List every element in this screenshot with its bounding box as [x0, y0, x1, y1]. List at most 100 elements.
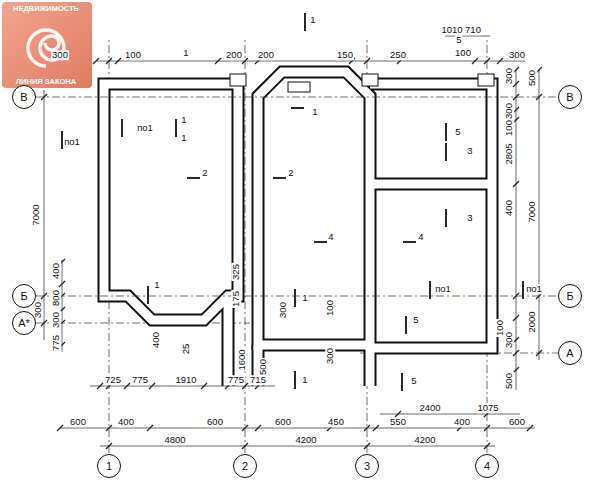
- dimension-label: 400: [504, 199, 514, 217]
- foundation-walls: [104, 72, 492, 386]
- axis-name: 4: [484, 460, 490, 472]
- dimension-label: 300: [51, 311, 61, 329]
- dimension-label: 300: [278, 301, 288, 319]
- dimension-label: 300: [504, 331, 514, 349]
- axis-name: А*: [18, 317, 30, 329]
- dimension-label: 1: [301, 293, 308, 303]
- dimension-label: 3: [466, 213, 473, 223]
- dimension-label: 300: [508, 50, 526, 60]
- dimension-label: 2805: [504, 142, 514, 165]
- dimension-label: 300: [51, 50, 69, 60]
- grid-axis-line: [36, 97, 558, 98]
- dimension-label: 400: [151, 331, 161, 349]
- dimension-label: 710: [464, 25, 482, 35]
- grid-bubble: Б: [12, 284, 36, 308]
- dimension-label: 250: [389, 50, 407, 60]
- dimension-label: 300: [325, 347, 335, 365]
- grid-bubble: 2: [233, 454, 257, 478]
- axis-name: Б: [20, 290, 27, 302]
- dimension-label: 4: [327, 232, 334, 242]
- dimension-label: 100: [504, 119, 514, 137]
- grid-bubble: А*: [12, 311, 36, 335]
- dimension-label: 7000: [31, 203, 41, 226]
- dimension-label: 4200: [294, 435, 317, 445]
- grid-axes: [36, 40, 558, 453]
- dimension-label: 2: [201, 168, 208, 178]
- dimension-label: 300: [504, 67, 514, 85]
- logo: [2, 2, 92, 88]
- dimension-label: 4200: [413, 435, 436, 445]
- dimension-label: 2: [287, 168, 294, 178]
- dimension-label: 400: [453, 417, 471, 427]
- grid-bubble: 3: [355, 454, 379, 478]
- dimension-label: 500: [258, 358, 268, 376]
- dimension-label: 775: [131, 375, 149, 385]
- axis-name: А: [566, 347, 573, 359]
- dimension-label: 450: [327, 417, 345, 427]
- section-marks: [62, 13, 523, 391]
- dimension-label: 3: [466, 146, 473, 156]
- dimension-label: 1910: [174, 375, 197, 385]
- dimension-label: 300: [33, 301, 43, 319]
- dimension-label: 2400: [418, 403, 441, 413]
- grid-bubble: А: [558, 341, 582, 365]
- dimension-label: 715: [249, 375, 267, 385]
- dimension-label: 600: [508, 417, 526, 427]
- dimension-label: 175: [231, 290, 241, 308]
- dimension-label: 725: [104, 375, 122, 385]
- dimension-label: 5: [454, 127, 461, 137]
- grid-bubble: В: [12, 85, 36, 109]
- dimension-label: 100: [325, 299, 335, 317]
- dimension-label: 1: [311, 107, 318, 117]
- dimension-label: 4: [417, 232, 424, 242]
- axis-name: Б: [566, 290, 573, 302]
- grid-bubble: 1: [97, 454, 121, 478]
- dimension-label: 400: [117, 417, 135, 427]
- dimension-label: 500: [527, 69, 537, 87]
- dimension-label: 775: [51, 334, 61, 352]
- dimension-label: 5: [410, 376, 417, 386]
- dimension-label: 800: [51, 289, 61, 307]
- dimension-label: 775: [227, 375, 245, 385]
- dimension-label: 1: [180, 133, 187, 143]
- dimension-label: по1: [136, 123, 154, 133]
- dimension-label: 1600: [237, 348, 247, 371]
- dimension-label: по1: [434, 284, 452, 294]
- dimension-label: 500: [504, 372, 514, 390]
- dimension-label: 1: [309, 15, 316, 25]
- dimension-label: 300: [504, 102, 514, 120]
- dimension-label: 200: [225, 50, 243, 60]
- dimension-label: 2000: [527, 310, 537, 333]
- dimension-label: 1: [301, 375, 308, 385]
- watermark-text: НЕДВИЖИМОСТЬ: [12, 5, 80, 13]
- pilasters: [230, 74, 494, 92]
- dimension-label: 600: [206, 417, 224, 427]
- axis-name: В: [20, 91, 27, 103]
- dimension-label: 5: [412, 315, 419, 325]
- dimension-label: 100: [124, 50, 142, 60]
- dimension-lines: [41, 36, 542, 449]
- dimension-label: 600: [274, 417, 292, 427]
- dimension-label: 1: [153, 280, 160, 290]
- axis-name: 1: [106, 460, 112, 472]
- grid-bubble: Б: [558, 284, 582, 308]
- dimension-label: 1: [182, 48, 189, 58]
- dimension-label: 150: [336, 50, 354, 60]
- dimension-label: 200: [257, 50, 275, 60]
- dimension-label: 5: [455, 35, 462, 45]
- axis-name: В: [566, 91, 573, 103]
- axis-name: 3: [364, 460, 370, 472]
- dimension-label: 600: [69, 417, 87, 427]
- dimension-label: 550: [389, 417, 407, 427]
- dimension-label: 25: [181, 343, 191, 356]
- grid-bubble: 4: [475, 454, 499, 478]
- grid-bubble: В: [558, 85, 582, 109]
- dimension-label: 100: [454, 48, 472, 58]
- dimension-label: 325: [231, 263, 241, 281]
- dimension-label: 1010: [440, 25, 463, 35]
- dimension-label: 1075: [476, 403, 499, 413]
- dimension-label: по1: [525, 284, 543, 294]
- dimension-label: 1: [180, 115, 187, 125]
- dimension-label: 7000: [527, 200, 537, 223]
- grid-axis-line: [36, 296, 558, 297]
